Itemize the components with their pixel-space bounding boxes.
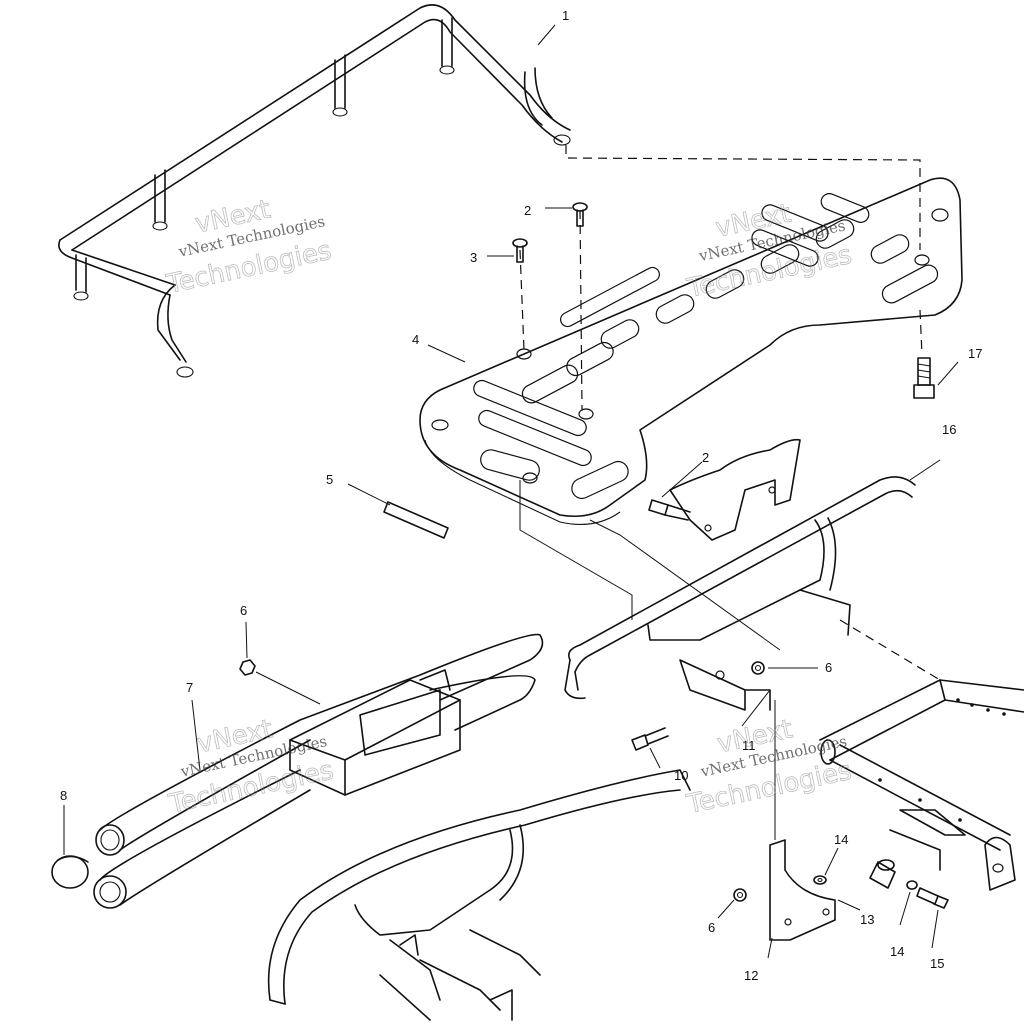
rack-rail-part-1 [58,4,571,378]
watermark-bottom-right: vNext vNext Technologies Technologies [683,714,854,821]
callout-8: 8 [60,788,67,803]
callout-12: 12 [744,968,758,983]
callout-7: 7 [186,680,193,695]
callout-14b: 14 [890,944,904,959]
mount-bracket [669,438,801,541]
spacer-part-13 [869,859,896,889]
vehicle-frame [819,679,1024,891]
callout-14a: 14 [834,832,848,847]
callout-13: 13 [860,912,874,927]
bolt-part-10 [631,727,669,751]
callout-6c: 6 [708,920,715,935]
nut-part-6a [239,659,256,676]
rack-slots [431,193,949,500]
end-cap-part-8 [51,855,89,889]
rear-bumper [267,769,691,1021]
bolt-part-2b [648,499,691,521]
callout-labels: 1 2 3 4 5 2 16 17 6 6 7 8 10 11 12 13 14… [60,8,982,983]
alignment-lines [519,145,941,840]
nut-part-6c [733,888,747,902]
frame-holes [878,698,1006,822]
bolt-part-15 [916,887,949,909]
callout-2b: 2 [702,450,709,465]
watermark-bottom-left: vNext vNext Technologies Technologies [165,714,336,820]
rack-rail-part-16 [564,476,916,711]
callout-2a: 2 [524,203,531,218]
callout-4: 4 [412,332,419,347]
nut-part-6b [751,661,765,675]
callout-10: 10 [674,768,688,783]
screw-part-3 [512,238,528,263]
callout-6a: 6 [240,603,247,618]
callout-11: 11 [742,738,756,753]
washer-part-14b [906,880,918,890]
leader-lines [63,24,959,959]
screw-part-2 [572,202,588,227]
watermark-top-right: vNext vNext Technologies Technologies [684,198,855,304]
callout-6b: 6 [825,660,832,675]
callout-17: 17 [968,346,982,361]
decal-part-5 [383,501,449,539]
bumper-part-7 [93,633,544,909]
callout-5: 5 [326,472,333,487]
callout-15: 15 [930,956,944,971]
watermark-top-left: vNext vNext Technologies Technologies [163,194,334,300]
callout-1: 1 [562,8,569,23]
bracket-part-12 [769,839,836,941]
washer-part-14a [813,875,827,885]
cargo-rack-plate-part-4 [419,177,963,525]
bolt-part-17 [913,357,935,399]
callout-16: 16 [942,422,956,437]
callout-3: 3 [470,250,477,265]
